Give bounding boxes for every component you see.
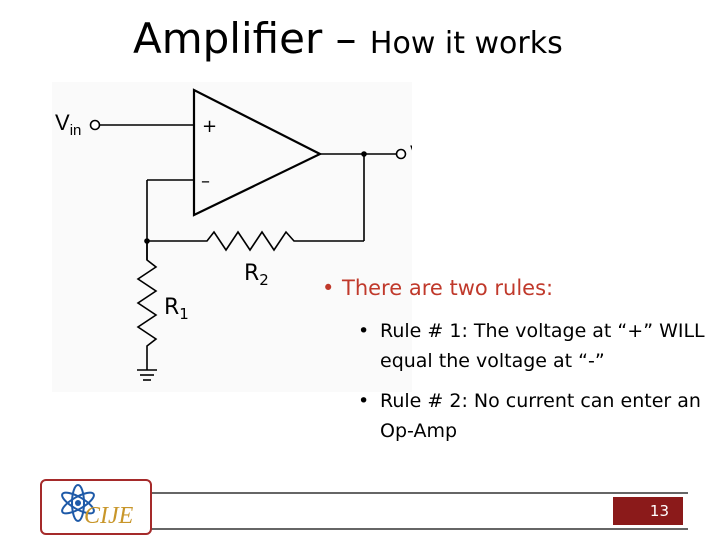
- atom-icon: CIJE: [61, 484, 134, 529]
- rule-item-2-text: Rule # 2: No current can enter an Op-Amp: [380, 390, 701, 442]
- bullet: •: [322, 276, 335, 300]
- r1-label: R1: [164, 295, 189, 323]
- page-number: 13: [613, 497, 683, 525]
- rule-item-2: • Rule # 2: No current can enter an Op-Am…: [358, 386, 720, 446]
- op-amp-triangle: [192, 88, 323, 217]
- r2-label: R2: [244, 261, 269, 289]
- footer-divider-bottom: [150, 528, 688, 530]
- slide-title-main: Amplifier –: [133, 14, 370, 63]
- ground-symbol: [137, 369, 157, 381]
- slide-title-sub: How it works: [369, 26, 563, 61]
- resistor-r1: [136, 241, 158, 370]
- footer-divider-top: [150, 492, 688, 494]
- vin-terminal: [89, 119, 101, 131]
- vout-terminal: [395, 148, 407, 160]
- slide-title: Amplifier – How it works: [133, 14, 563, 63]
- vin-label: Vin: [55, 110, 81, 139]
- vout-label: Vout: [410, 143, 412, 171]
- plus-sign: +: [202, 116, 217, 137]
- rules-heading-text: There are two rules:: [342, 276, 554, 300]
- cije-logo: CIJE: [40, 479, 152, 535]
- minus-sign: –: [201, 171, 210, 192]
- op-amp-circuit-diagram: Vin + – Vout R2 R1: [52, 82, 412, 392]
- logo-text: CIJE: [84, 503, 134, 529]
- junction-dot-right: [361, 151, 367, 157]
- rule-item-1-text: Rule # 1: The voltage at “+” WILL equal …: [380, 320, 705, 372]
- resistor-r2: [147, 230, 364, 252]
- bullet: •: [358, 390, 370, 412]
- bullet: •: [358, 320, 370, 342]
- rule-item-1: • Rule # 1: The voltage at “+” WILL equal…: [358, 316, 720, 376]
